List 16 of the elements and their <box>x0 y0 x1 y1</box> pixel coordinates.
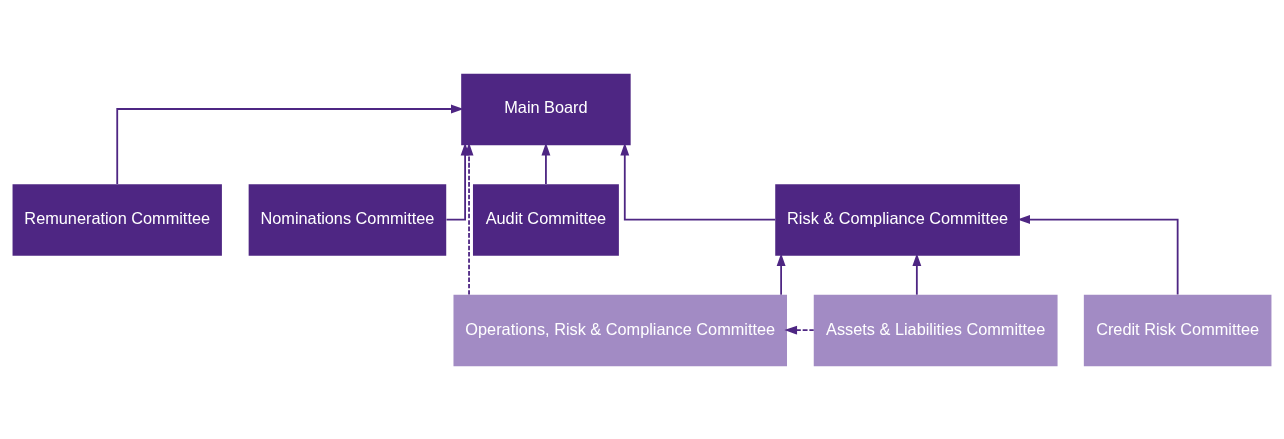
arrow <box>784 325 815 335</box>
arrow <box>1017 214 1179 295</box>
node-box: Risk & Compliance Committee <box>775 183 1020 256</box>
node-box: Audit Committee <box>472 183 619 256</box>
arrow <box>620 142 777 220</box>
node-box: Remuneration Committee <box>12 183 222 256</box>
arrow <box>464 142 474 295</box>
arrow <box>912 252 922 296</box>
arrow <box>116 104 464 185</box>
arrow <box>541 142 551 185</box>
node-box: Main Board <box>461 73 631 145</box>
node-box: Credit Risk Committee <box>1083 294 1272 366</box>
arrow <box>776 252 786 296</box>
node-box: Operations, Risk & Compliance Committee <box>453 294 787 366</box>
node-box: Assets & Liabilities Committee <box>813 294 1058 366</box>
node-box: Nominations Committee <box>248 183 447 256</box>
